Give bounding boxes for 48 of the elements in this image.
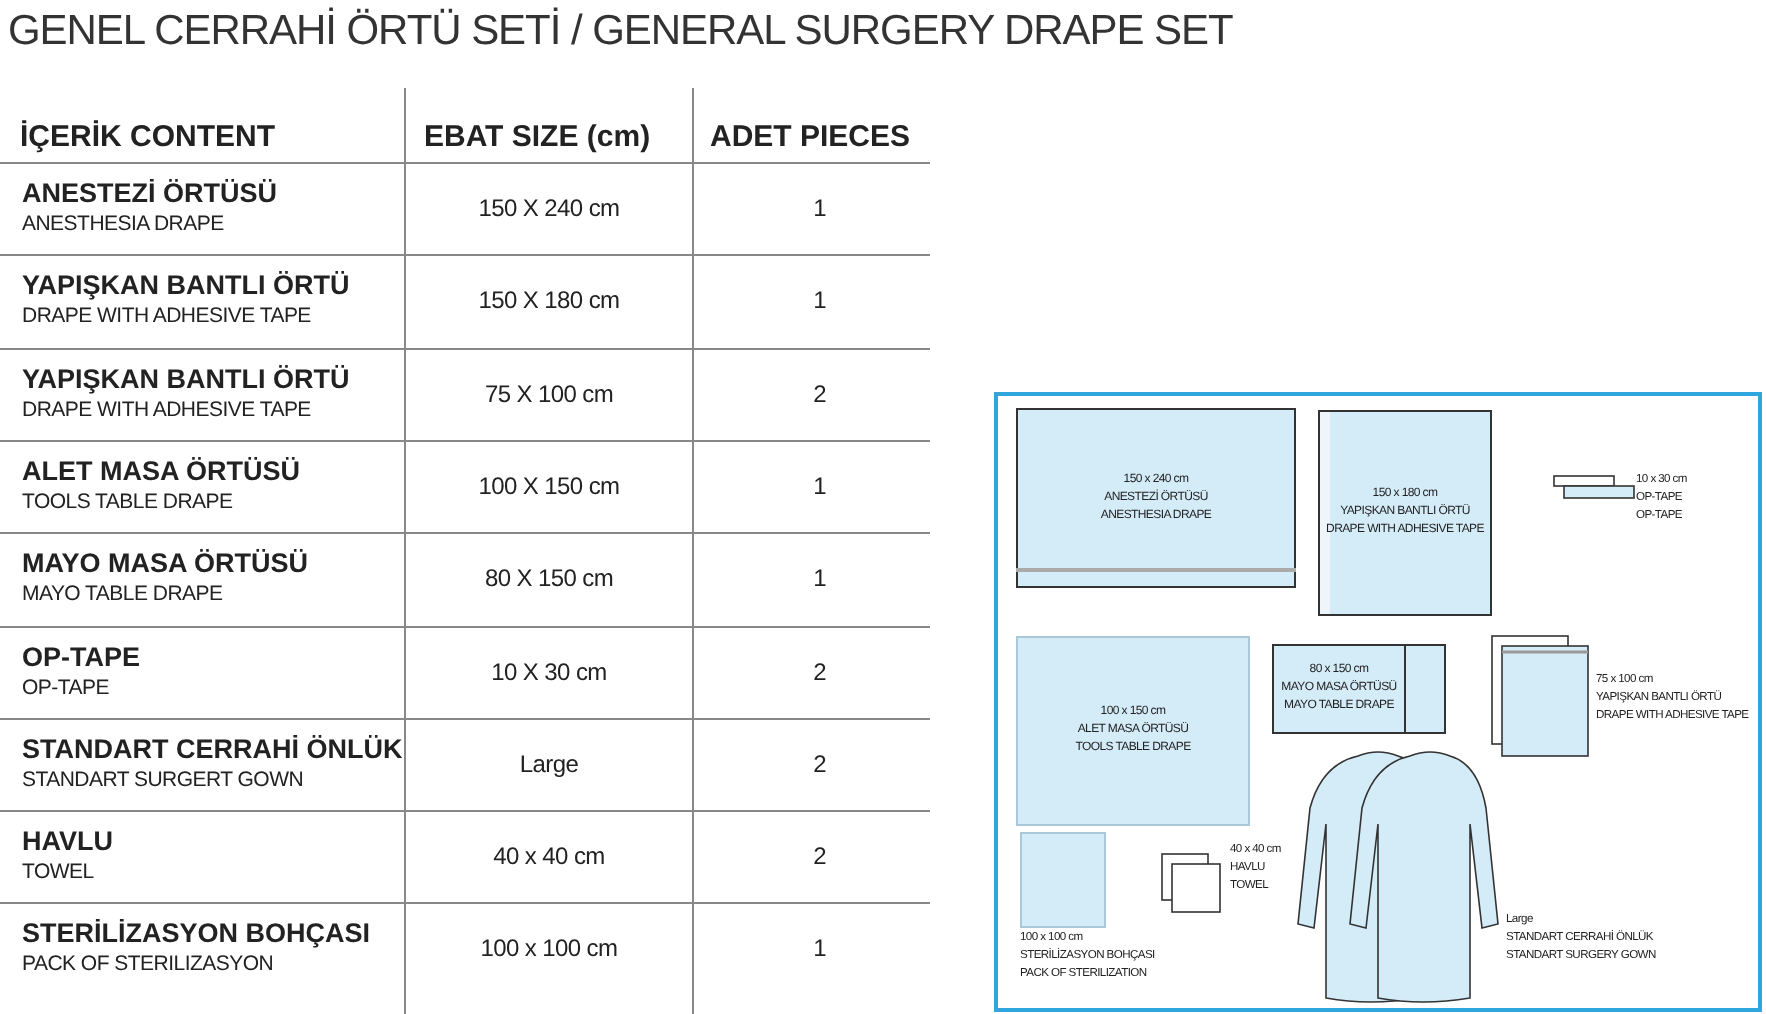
item-translation: TOOLS TABLE DRAPE <box>22 487 233 518</box>
title: GENEL CERRAHİ ÖRTÜ SETİ / GENERAL SURGERY DRAPE SET <box>8 5 1233 58</box>
item-translation: ANESTHESIA DRAPE <box>22 210 224 240</box>
size-value: 100 X 150 cm <box>476 469 622 504</box>
item-translation: OP-TAPE <box>22 673 109 703</box>
size-value: 80 X 150 cm <box>482 562 616 597</box>
item-name: OP-TAPE <box>22 639 141 675</box>
column-header: ADET PIECES <box>710 118 911 158</box>
item-translation: STANDART SURGERT GOWN <box>22 765 304 796</box>
item-name: MAYO MASA ÖRTÜSÜ <box>22 546 309 583</box>
item-name: ANESTEZİ ÖRTÜSÜ <box>22 176 278 212</box>
column-header: İÇERİK CONTENT <box>20 118 275 158</box>
size-value: 10 X 30 cm <box>489 655 609 689</box>
item-translation: DRAPE WITH ADHESIVE TAPE <box>22 395 311 426</box>
drape-box <box>1016 408 1296 588</box>
item-name: YAPIŞKAN BANTLI ÖRTÜ <box>22 268 350 305</box>
size-value: 150 X 240 cm <box>476 192 622 226</box>
item-name: YAPIŞKAN BANTLI ÖRTÜ <box>22 361 350 398</box>
piece-count: 2 <box>811 840 829 875</box>
size-value: 75 X 100 cm <box>482 377 616 412</box>
piece-count: 2 <box>811 377 829 412</box>
size-value: 100 x 100 cm <box>478 932 620 967</box>
item-translation: MAYO TABLE DRAPE <box>22 580 223 611</box>
item-translation: DRAPE WITH ADHESIVE TAPE <box>22 302 311 333</box>
piece-count: 2 <box>811 747 829 782</box>
piece-count: 2 <box>811 655 829 689</box>
item-name: STANDART CERRAHİ ÖNLÜK <box>22 731 403 768</box>
drape-drawing <box>1552 474 1636 502</box>
drape-drawing <box>1160 852 1222 914</box>
item-name: HAVLU <box>22 824 113 861</box>
piece-count: 1 <box>811 469 829 504</box>
size-value: 150 X 180 cm <box>476 284 622 319</box>
drape-box <box>1318 410 1492 616</box>
drape-drawing <box>1490 634 1590 758</box>
piece-count: 1 <box>811 192 829 226</box>
drape-box <box>1016 636 1250 826</box>
piece-count: 1 <box>811 932 829 967</box>
piece-count: 1 <box>811 562 829 597</box>
size-value: Large <box>517 747 581 782</box>
drape-drawing <box>1020 832 1106 928</box>
item-translation: TOWEL <box>22 858 94 889</box>
item-name: ALET MASA ÖRTÜSÜ <box>22 453 300 490</box>
item-name: STERİLİZASYON BOHÇASI <box>22 916 371 953</box>
column-header: EBAT SIZE (cm) <box>424 118 651 158</box>
item-translation: PACK OF STERILIZASYON <box>22 950 274 981</box>
size-value: 40 x 40 cm <box>491 840 607 875</box>
piece-count: 1 <box>811 284 829 319</box>
drape-box <box>1272 644 1446 734</box>
